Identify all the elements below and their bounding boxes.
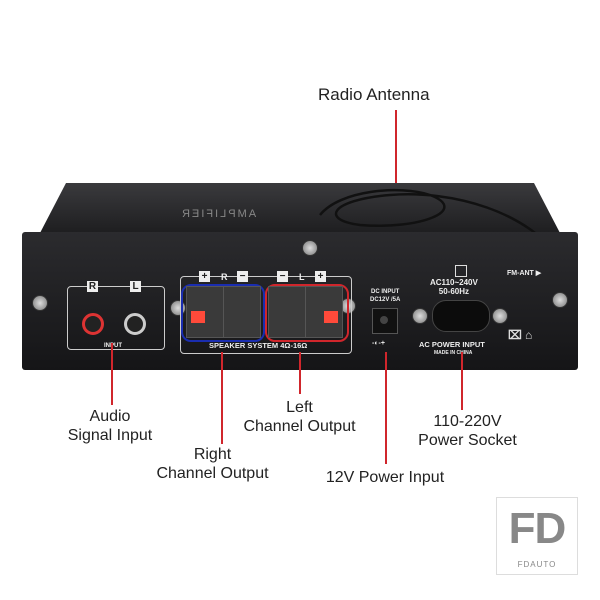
dc-input-label: 12V Power Input	[325, 469, 445, 486]
rca-caption: INPUT	[104, 343, 122, 349]
label-line: Signal Input	[67, 427, 153, 444]
dc-pointer-line	[385, 352, 387, 464]
label-line: Power Socket	[418, 432, 517, 449]
l-plus-label: +	[315, 271, 326, 282]
label-line: Right	[193, 446, 232, 463]
r-minus-label: −	[237, 271, 248, 282]
rca-l-label: L	[130, 281, 141, 292]
indoor-use-icon: ⌂	[525, 328, 533, 342]
ac-socket-label: 110-220V Power Socket	[405, 412, 530, 450]
rca-left-jack[interactable]	[124, 313, 146, 335]
audio-pointer-line	[111, 343, 113, 405]
r-plus-label: +	[199, 271, 210, 282]
amplifier-rear-panel: R L INPUT + R − − L + SPEAKER SYSTEM 4Ω-…	[22, 232, 578, 370]
screw-icon	[302, 240, 318, 256]
watermark-logo: FD	[508, 504, 567, 553]
dc-polarity-symbol: -◐-+	[372, 340, 385, 347]
screw-icon	[32, 295, 48, 311]
double-insulation-icon	[455, 265, 467, 277]
ac-caption: AC POWER INPUT	[419, 340, 485, 349]
right-plus-terminal[interactable]	[186, 286, 224, 338]
label-line: Channel Output	[156, 465, 269, 482]
l-minus-label: −	[277, 271, 288, 282]
right-channel-highlight	[181, 284, 265, 342]
label-line: 110-220V	[433, 413, 502, 430]
fdauto-watermark: FD FDAUTO	[496, 497, 578, 575]
weee-bin-icon: ⌧	[508, 328, 522, 342]
speaker-caption: SPEAKER SYSTEM 4Ω-16Ω	[209, 341, 308, 350]
rca-right-jack[interactable]	[82, 313, 104, 335]
antenna-cable	[319, 188, 567, 266]
label-line: Left	[286, 399, 313, 416]
left-minus-terminal[interactable]	[268, 286, 306, 338]
radio-antenna-label: Radio Antenna	[318, 85, 430, 104]
screw-icon	[552, 292, 568, 308]
watermark-brand: FDAUTO	[517, 560, 557, 569]
screw-icon	[492, 308, 508, 324]
right-output-pointer-line	[221, 352, 223, 444]
left-output-pointer-line	[299, 352, 301, 394]
right-minus-terminal[interactable]	[223, 286, 261, 338]
ac-pointer-line	[461, 352, 463, 410]
dc-input-text: DC INPUT DC12V /5A	[370, 288, 400, 304]
left-plus-terminal[interactable]	[305, 286, 343, 338]
left-channel-highlight	[265, 284, 349, 342]
label-line: Channel Output	[243, 418, 356, 435]
rca-input-box: R L INPUT	[67, 281, 165, 350]
spk-l-label: L	[299, 272, 305, 282]
amplifier-top-cover: AMPLIFIER	[40, 183, 560, 233]
ac-power-socket[interactable]	[432, 300, 490, 332]
spk-r-label: R	[221, 272, 228, 282]
dc-text-line: DC INPUT	[371, 289, 400, 295]
ac-text-line: AC110~240V	[430, 278, 478, 287]
screw-icon	[412, 308, 428, 324]
label-line: Audio	[89, 408, 131, 425]
made-in-text: MADE IN CHINA	[434, 350, 473, 356]
ac-text-line: 50-60Hz	[438, 287, 470, 296]
fm-antenna-label: FM-ANT ▶	[507, 270, 542, 277]
rca-r-label: R	[87, 281, 98, 292]
dc-power-jack[interactable]	[372, 308, 398, 334]
antenna-pointer-line	[395, 110, 397, 198]
dc-text-line: DC12V /5A	[370, 297, 401, 303]
top-print-text: AMPLIFIER	[180, 208, 257, 220]
speaker-terminal-box: + R − − L + SPEAKER SYSTEM 4Ω-16Ω	[180, 271, 352, 354]
